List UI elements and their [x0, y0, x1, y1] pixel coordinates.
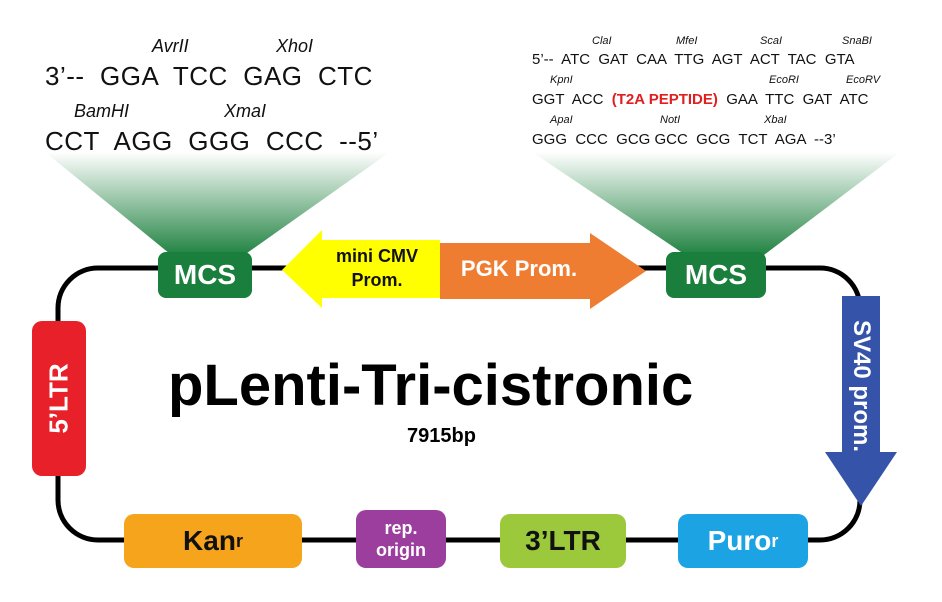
enzyme-avrii: AvrII [152, 36, 189, 56]
plasmid-size: 7915bp [407, 425, 476, 447]
ltr5-box: 5’LTR [32, 321, 86, 476]
enzyme-snabi: SnaBI [842, 35, 872, 47]
puro-superscript: r [771, 530, 779, 551]
t2a-peptide-label: (T2A PEPTIDE) [611, 91, 718, 108]
mcs-right-seq-line2-a: GGT ACC [532, 91, 604, 108]
sv40-arrow [825, 296, 897, 506]
mcs-right-label: MCS [684, 259, 748, 290]
ltr3-label: 3’LTR [525, 525, 601, 556]
mcs-left-seq-line1: 3’-- GGA TCC GAG CTC [45, 61, 373, 91]
mini-cmv-label: mini CMV Prom. [318, 244, 436, 292]
ltr3-box: 3’LTR [500, 514, 626, 568]
enzyme-ecori: EcoRI [769, 74, 799, 86]
mcs-right-seq-line2-b: GAA TTC GAT ATC [726, 91, 869, 108]
enzyme-scai: ScaI [760, 35, 783, 47]
mcs-left-seq-line2: CCT AGG GGG CCC --5’ [45, 126, 379, 156]
mcs-left-box: MCS [158, 252, 252, 298]
enzyme-xhoi: XhoI [276, 36, 314, 56]
enzyme-clai: ClaI [592, 35, 612, 47]
enzyme-noti: NotI [660, 114, 681, 126]
mcs-left-funnel [45, 152, 390, 258]
enzyme-mfei: MfeI [676, 35, 698, 47]
pgk-arrow [440, 233, 646, 309]
rep-origin-line2: origin [376, 540, 426, 560]
enzyme-bamhi: BamHI [74, 101, 130, 121]
mcs-right-box: MCS [666, 252, 766, 298]
mcs-left-label: MCS [173, 259, 237, 290]
mini-cmv-arrow [282, 230, 440, 308]
plasmid-title: pLenti-Tri-cistronic [168, 353, 694, 418]
puro-label: Puro [707, 525, 772, 556]
mini-cmv-label-line2: Prom. [351, 270, 403, 290]
mcs-right-seq-line3: GGG CCC GCG GCC GCG TCT AGA --3’ [532, 131, 836, 148]
ltr5-label: 5’LTR [43, 363, 74, 434]
enzyme-xmai: XmaI [224, 101, 267, 121]
mcs-right-seq-line1: 5’-- ATC GAT CAA TTG AGT ACT TAC GTA [532, 51, 855, 68]
enzyme-kpni: KpnI [550, 74, 573, 86]
enzyme-apai: ApaI [550, 114, 573, 126]
kan-superscript: r [235, 530, 243, 551]
rep-origin-line1: rep. [384, 518, 418, 538]
mcs-right-funnel [532, 152, 900, 258]
pgk-label: PGK Prom. [460, 256, 578, 281]
rep-origin-box: rep. origin [356, 510, 446, 568]
mini-cmv-label-line1: mini CMV [335, 246, 418, 266]
enzyme-ecorv: EcoRV [846, 74, 881, 86]
enzyme-xbai: XbaI [764, 114, 787, 126]
kan-label: Kan [183, 525, 236, 556]
mcs-right-seq-line2: GGT ACC (T2A PEPTIDE) GAA TTC GAT ATC [532, 91, 868, 108]
sv40-label: SV40 prom. [848, 319, 875, 453]
